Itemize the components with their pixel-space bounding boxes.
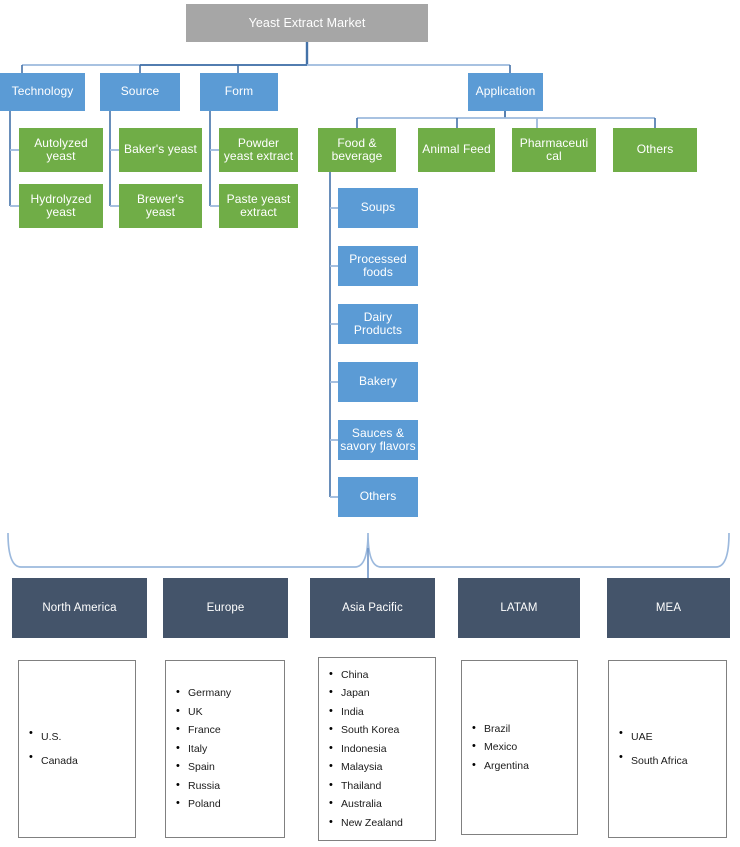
list-item: South Korea: [329, 721, 435, 740]
form-item-powder-yeast-extract[interactable]: Powder yeast extract: [219, 128, 298, 172]
food-beverage-item-sauces-savory-flavors[interactable]: Sauces & savory flavors: [338, 420, 418, 460]
country-list: China Japan India South Korea Indonesia …: [319, 666, 435, 833]
region-label: MEA: [655, 601, 682, 614]
application-item-animal-feed[interactable]: Animal Feed: [418, 128, 495, 172]
form-item-paste-yeast-extract[interactable]: Paste yeast extract: [219, 184, 298, 228]
list-item: Japan: [329, 684, 435, 703]
technology-item-hydrolyzed-yeast[interactable]: Hydrolyzed yeast: [19, 184, 103, 228]
list-item: Argentina: [472, 757, 577, 776]
country-list-asia-pacific: China Japan India South Korea Indonesia …: [318, 657, 436, 841]
food-beverage-item-processed-foods[interactable]: Processed foods: [338, 246, 418, 286]
technology-item-autolyzed-yeast[interactable]: Autolyzed yeast: [19, 128, 103, 172]
food-beverage-item-soups[interactable]: Soups: [338, 188, 418, 228]
country-list: U.S. Canada: [19, 725, 135, 774]
list-item: Russia: [176, 777, 284, 796]
list-item: U.S.: [29, 725, 135, 750]
food-beverage-item-label: Sauces & savory flavors: [340, 425, 416, 453]
list-item: South Africa: [619, 749, 726, 774]
list-item: Mexico: [472, 738, 577, 757]
segment-label: Technology: [11, 84, 74, 99]
food-beverage-item-dairy-products[interactable]: Dairy Products: [338, 304, 418, 344]
country-list-north-america: U.S. Canada: [18, 660, 136, 838]
root-box-label: Yeast Extract Market: [248, 16, 366, 30]
list-item: India: [329, 703, 435, 722]
segment-box-form[interactable]: Form: [200, 73, 278, 111]
form-item-label: Powder yeast extract: [223, 135, 294, 163]
list-item: China: [329, 666, 435, 685]
country-list: Brazil Mexico Argentina: [462, 720, 577, 776]
application-item-label: Food & beverage: [331, 135, 383, 163]
country-list-latam: Brazil Mexico Argentina: [461, 660, 578, 835]
application-item-label: Others: [636, 142, 674, 157]
list-item: Malaysia: [329, 758, 435, 777]
source-item-label: Brewer's yeast: [136, 191, 185, 219]
list-item: Germany: [176, 684, 284, 703]
list-item: Canada: [29, 749, 135, 774]
list-item: Thailand: [329, 777, 435, 796]
food-beverage-item-label: Others: [359, 489, 397, 504]
form-item-label: Paste yeast extract: [226, 191, 291, 219]
root-box-yeast-extract-market[interactable]: Yeast Extract Market: [186, 4, 428, 42]
country-list: UAE South Africa: [609, 725, 726, 774]
application-item-label: Pharmaceuti cal: [519, 135, 589, 163]
list-item: New Zealand: [329, 814, 435, 833]
food-beverage-item-label: Processed foods: [349, 251, 407, 279]
application-item-others[interactable]: Others: [613, 128, 697, 172]
list-item: Australia: [329, 795, 435, 814]
food-beverage-item-bakery[interactable]: Bakery: [338, 362, 418, 402]
region-label: North America: [42, 601, 117, 614]
segment-label: Application: [475, 84, 536, 99]
list-item: UK: [176, 703, 284, 722]
country-list-europe: Germany UK France Italy Spain Russia Pol…: [165, 660, 285, 838]
source-item-brewers-yeast[interactable]: Brewer's yeast: [119, 184, 202, 228]
list-item: Poland: [176, 795, 284, 814]
segment-box-application[interactable]: Application: [468, 73, 543, 111]
list-item: Indonesia: [329, 740, 435, 759]
region-label: LATAM: [500, 601, 538, 614]
list-item: Italy: [176, 740, 284, 759]
region-label: Asia Pacific: [342, 601, 403, 614]
technology-item-label: Autolyzed yeast: [34, 135, 88, 163]
region-box-north-america[interactable]: North America: [12, 578, 147, 638]
region-box-europe[interactable]: Europe: [163, 578, 288, 638]
segment-label: Source: [120, 84, 160, 99]
country-list: Germany UK France Italy Spain Russia Pol…: [166, 684, 284, 814]
list-item: Spain: [176, 758, 284, 777]
list-item: France: [176, 721, 284, 740]
source-item-label: Baker's yeast: [124, 142, 197, 157]
list-item: Brazil: [472, 720, 577, 739]
food-beverage-item-label: Soups: [360, 200, 396, 215]
application-item-pharmaceutical[interactable]: Pharmaceuti cal: [512, 128, 596, 172]
food-beverage-item-label: Dairy Products: [353, 309, 403, 337]
segment-box-technology[interactable]: Technology: [0, 73, 85, 111]
food-beverage-item-label: Bakery: [359, 374, 397, 389]
country-list-mea: UAE South Africa: [608, 660, 727, 838]
application-item-food-beverage[interactable]: Food & beverage: [318, 128, 396, 172]
region-box-mea[interactable]: MEA: [607, 578, 730, 638]
region-label: Europe: [206, 601, 245, 614]
food-beverage-item-others[interactable]: Others: [338, 477, 418, 517]
region-box-asia-pacific[interactable]: Asia Pacific: [310, 578, 435, 638]
source-item-bakers-yeast[interactable]: Baker's yeast: [119, 128, 202, 172]
segment-label: Form: [224, 84, 254, 99]
segment-box-source[interactable]: Source: [100, 73, 180, 111]
list-item: UAE: [619, 725, 726, 750]
region-box-latam[interactable]: LATAM: [458, 578, 580, 638]
application-item-label: Animal Feed: [422, 142, 491, 157]
technology-item-label: Hydrolyzed yeast: [30, 191, 92, 219]
